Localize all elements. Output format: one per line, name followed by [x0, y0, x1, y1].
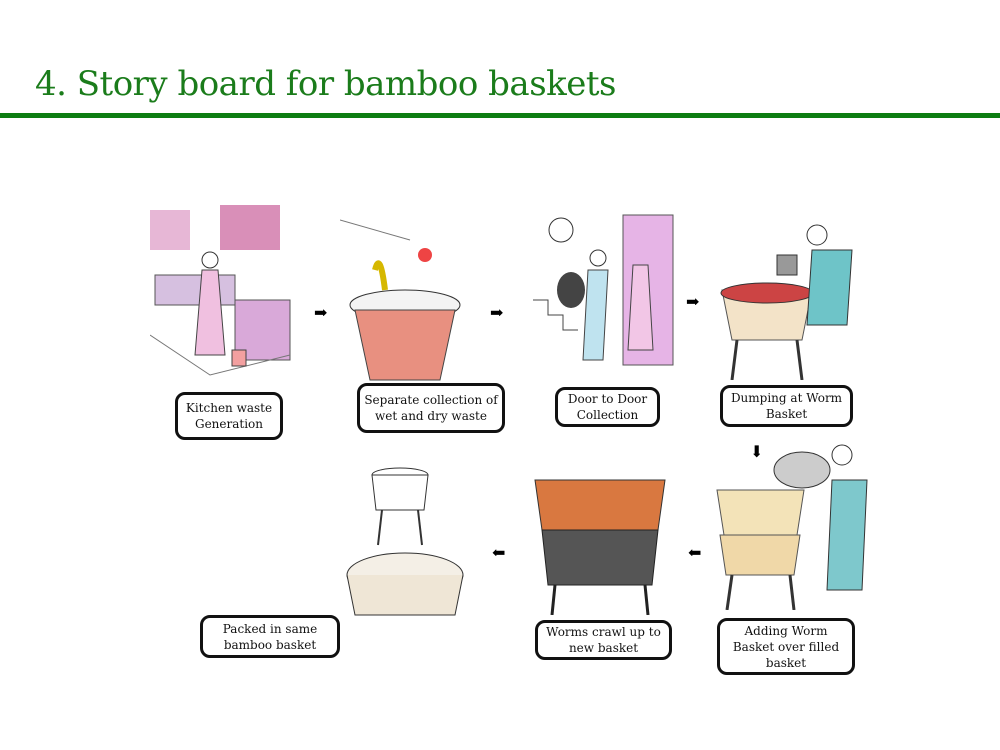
- caption-bubble: Door to Door Collection: [555, 387, 660, 427]
- arrow-right-icon: ➡: [686, 292, 700, 311]
- slide-title: 4. Story board for bamboo baskets: [35, 64, 617, 104]
- arrow-right-icon: ➡: [490, 303, 504, 322]
- title-divider: [0, 113, 1000, 118]
- illustration-adding-basket: [712, 440, 870, 611]
- caption-bubble: Dumping at Worm Basket: [720, 385, 853, 427]
- illustration-packed-basket: [340, 465, 470, 625]
- arrow-right-icon: ➡: [314, 303, 328, 322]
- caption-bubble: Separate collection of wet and dry waste: [357, 383, 505, 433]
- arrow-left-icon: ⬅: [688, 543, 702, 562]
- illustration-kitchen: [149, 205, 295, 385]
- caption-bubble: Kitchen waste Generation: [175, 392, 283, 440]
- arrow-left-icon: ⬅: [492, 543, 506, 562]
- illustration-door-collection: [533, 210, 675, 370]
- caption-bubble: Worms crawl up to new basket: [535, 620, 672, 660]
- illustration-dumping: [712, 215, 870, 381]
- illustration-stacked-baskets: [530, 470, 670, 616]
- arrow-down-icon: ⬇: [750, 442, 764, 461]
- illustration-waste-bin: [339, 210, 470, 385]
- caption-bubble: Packed in same bamboo basket: [200, 615, 340, 658]
- caption-bubble: Adding Worm Basket over filled basket: [717, 618, 855, 675]
